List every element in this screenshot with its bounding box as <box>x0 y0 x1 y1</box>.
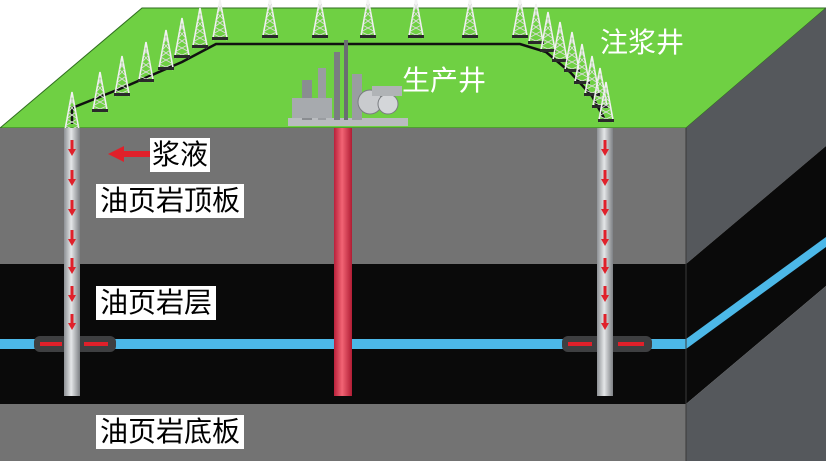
horizontal-flow-arrow <box>618 342 644 346</box>
derrick-icon <box>408 0 424 39</box>
derrick-icon <box>574 43 590 85</box>
horizontal-flow-arrow <box>84 342 108 346</box>
production-well <box>334 128 352 396</box>
derrick-icon <box>540 11 556 53</box>
flow-arrow-icon <box>68 230 76 246</box>
derrick-icon <box>92 71 108 113</box>
label-roof: 油页岩顶板 <box>96 184 245 218</box>
flow-arrow-icon <box>68 286 76 302</box>
derrick-icon <box>312 0 328 39</box>
injection-well-right-joint <box>597 336 613 352</box>
derrick-icon <box>192 7 208 49</box>
flow-arrow-icon <box>68 200 76 216</box>
horizontal-flow-arrow <box>568 342 592 346</box>
flow-arrow-icon <box>601 230 609 246</box>
production-plant-icon <box>288 40 408 126</box>
flow-arrow-icon <box>601 200 609 216</box>
flow-arrow-icon <box>68 170 76 186</box>
derrick-icon <box>360 0 376 39</box>
floor-layer-side <box>686 286 826 461</box>
flow-arrow-icon <box>601 314 609 330</box>
label-production-well: 生产井 <box>402 64 487 97</box>
flow-arrow-icon <box>601 286 609 302</box>
flow-arrow-icon <box>601 258 609 274</box>
flow-arrow-icon <box>68 314 76 330</box>
derrick-icon <box>158 29 174 71</box>
fracture-layer-side <box>686 237 826 349</box>
horizontal-flow-arrow <box>40 342 62 346</box>
derrick-icon <box>138 41 154 83</box>
derrick-icon <box>212 0 228 41</box>
derrick-icon <box>512 0 528 39</box>
flow-arrow-icon <box>68 140 76 156</box>
injection-well-left-joint <box>64 336 80 352</box>
flow-arrow-icon <box>601 140 609 156</box>
slurry-flow-arrows <box>40 140 644 346</box>
label-oil-shale-layer: 油页岩层 <box>96 286 217 320</box>
label-slurry: 浆液 <box>150 138 211 172</box>
derrick-icon <box>528 3 544 45</box>
derrick-row <box>64 0 614 133</box>
derrick-icon <box>598 81 614 123</box>
roof-layer-side <box>686 8 826 264</box>
flow-arrow-icon <box>601 170 609 186</box>
derrick-icon <box>114 55 130 97</box>
label-floor: 油页岩底板 <box>96 415 245 449</box>
derrick-icon <box>552 21 568 63</box>
label-injection-well: 注浆井 <box>600 26 685 59</box>
derrick-icon <box>262 0 278 39</box>
derrick-icon <box>462 0 478 39</box>
oil-shale-layer-side <box>686 146 826 404</box>
flow-arrow-icon <box>68 258 76 274</box>
flow-arrow-icon <box>108 146 150 162</box>
derrick-icon <box>592 67 608 109</box>
derrick-icon <box>174 17 190 59</box>
